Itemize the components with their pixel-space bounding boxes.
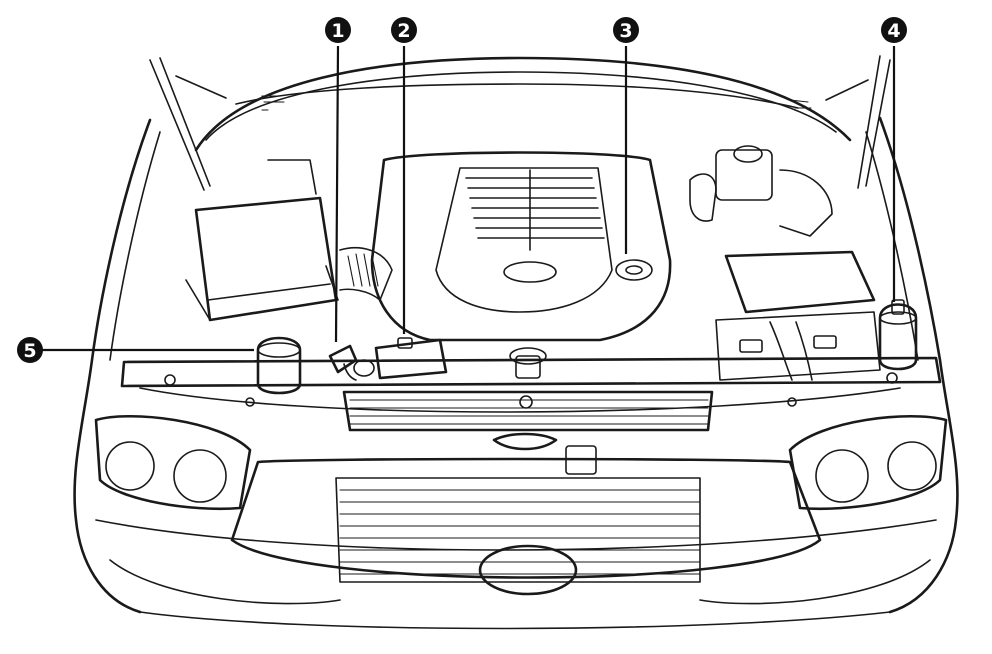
power-steering-reservoir <box>353 337 448 380</box>
callout-1: 1 <box>325 17 351 43</box>
upper-grille <box>342 390 714 475</box>
battery <box>715 250 881 381</box>
air-cleaner <box>185 159 393 322</box>
callout-4-label: 4 <box>887 20 900 42</box>
callout-1-label: 1 <box>331 20 344 42</box>
callout-3: 3 <box>613 17 639 43</box>
radiator-support <box>120 356 942 413</box>
headlight-right <box>788 415 948 511</box>
callout-4: 4 <box>881 17 907 43</box>
callout-5: 5 <box>17 337 43 363</box>
lower-grille <box>109 457 931 605</box>
oil-dipstick <box>328 344 358 381</box>
callout-3-label: 3 <box>619 20 632 42</box>
radiator-cap <box>509 347 547 379</box>
callout-2: 2 <box>391 17 417 43</box>
washer-fluid-reservoir <box>878 299 918 371</box>
callout-2-label: 2 <box>397 20 410 42</box>
headlight-left <box>94 414 252 511</box>
engine-cover <box>370 151 672 342</box>
hood-struts <box>149 55 891 191</box>
hood <box>194 56 852 152</box>
brake-master-cylinder <box>689 145 833 237</box>
callout-5-label: 5 <box>23 340 36 362</box>
callout-leaders <box>42 45 896 352</box>
